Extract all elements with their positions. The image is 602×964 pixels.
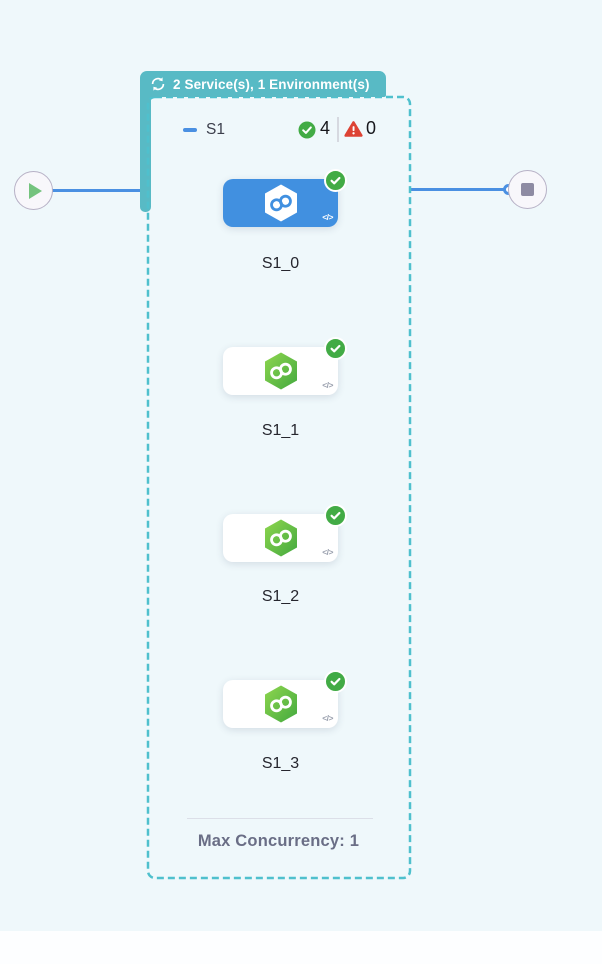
footer-divider	[187, 818, 373, 819]
status-check-badge	[324, 169, 347, 192]
node-label: S1_1	[261, 422, 300, 439]
edge-line-stage-to-end	[410, 188, 510, 191]
status-check-badge	[324, 670, 347, 693]
collapse-minus-icon[interactable]	[183, 128, 197, 132]
node-label: S1_3	[261, 755, 300, 772]
warning-triangle-icon	[344, 121, 363, 137]
check-icon	[330, 344, 341, 353]
services-badge-label: 2 Service(s), 1 Environment(s)	[173, 76, 370, 92]
code-icon: </>	[322, 713, 333, 723]
service-node-card[interactable]: </>	[223, 680, 338, 728]
code-icon: </>	[322, 380, 333, 390]
stage-name[interactable]: S1	[206, 121, 225, 138]
loop-icon	[151, 77, 165, 91]
harness-hexagon-icon	[264, 685, 297, 723]
status-check-badge	[324, 504, 347, 527]
harness-hexagon-icon	[264, 519, 297, 557]
code-icon: </>	[322, 212, 333, 222]
services-environments-badge: 2 Service(s), 1 Environment(s)	[140, 71, 386, 97]
check-icon	[330, 511, 341, 520]
start-node	[14, 171, 53, 210]
service-node-card[interactable]: </>	[223, 347, 338, 395]
end-node	[508, 170, 547, 209]
stage-group-container	[146, 95, 412, 880]
success-count: 4	[320, 118, 331, 138]
bottom-whitespace	[0, 931, 602, 964]
node-label: S1_2	[261, 588, 300, 605]
service-node-card[interactable]: </>	[223, 179, 338, 227]
harness-hexagon-icon	[264, 184, 297, 222]
code-icon: </>	[322, 547, 333, 557]
play-icon	[29, 182, 42, 199]
stop-icon	[521, 183, 534, 196]
max-concurrency-label: Max Concurrency: 1	[197, 832, 360, 850]
success-check-icon	[298, 121, 316, 139]
count-divider	[337, 117, 339, 142]
service-node-card[interactable]: </>	[223, 514, 338, 562]
check-icon	[330, 677, 341, 686]
failed-count: 0	[366, 118, 377, 138]
status-check-badge	[324, 337, 347, 360]
harness-hexagon-icon	[264, 352, 297, 390]
edge-line-start-to-stage	[47, 189, 142, 192]
stage-accent-strip	[140, 80, 151, 212]
check-icon	[330, 176, 341, 185]
node-label: S1_0	[261, 255, 300, 272]
